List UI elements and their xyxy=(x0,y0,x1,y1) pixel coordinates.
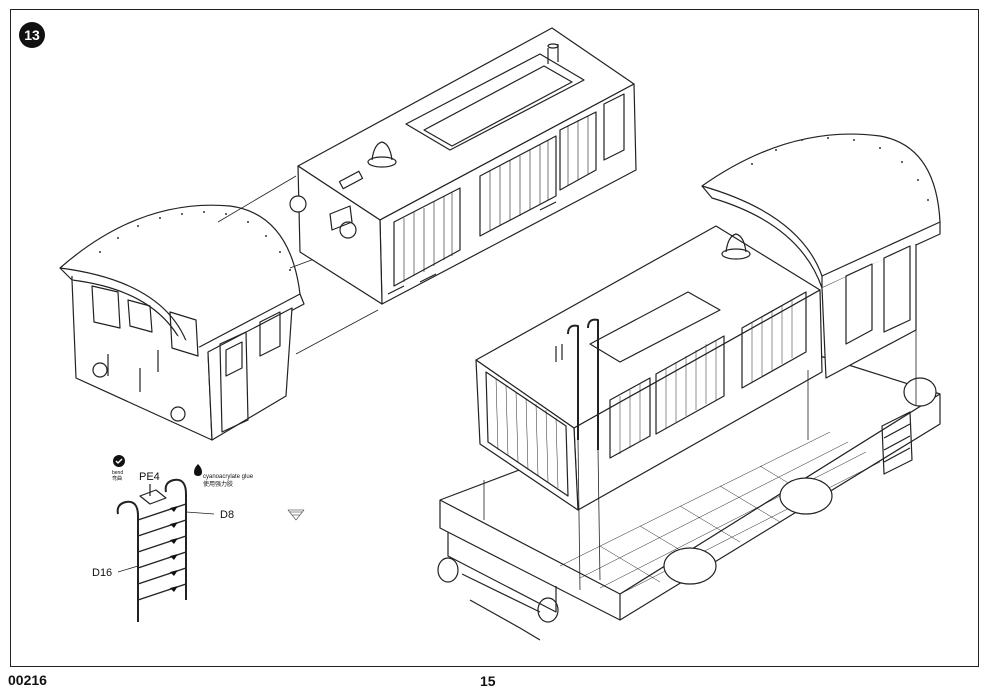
glue-label-zh: 使用强力胶 xyxy=(203,480,233,488)
part-label-pe4: PE4 xyxy=(139,471,160,483)
step-number-badge: 13 xyxy=(19,22,45,48)
check-circle-icon xyxy=(113,455,125,467)
page-number: 15 xyxy=(480,673,496,689)
ladder-detail xyxy=(116,478,215,622)
deck-plate xyxy=(559,431,881,595)
page-frame xyxy=(10,9,979,667)
roof-rivets xyxy=(99,211,291,271)
bend-label: bend xyxy=(112,470,123,476)
cab-roof-rivets xyxy=(751,137,929,201)
part-label-d16: D16 xyxy=(92,567,112,579)
part-label-d8: D8 xyxy=(220,509,234,521)
product-code: 00216 xyxy=(8,672,47,688)
cab-part xyxy=(59,204,305,441)
orientation-arrow-icon xyxy=(287,509,305,521)
hood-part xyxy=(289,27,637,305)
ladder-arrows xyxy=(170,506,178,592)
hood-louvres xyxy=(403,116,589,282)
glue-drop-icon xyxy=(194,464,202,476)
wheels xyxy=(663,377,937,585)
bend-label-zh: 弯曲 xyxy=(112,475,122,482)
ladder-rungs xyxy=(137,503,187,601)
glue-label: cyanoacrylate glue xyxy=(203,474,254,480)
assembled-locomotive xyxy=(437,133,941,641)
radiator-grille xyxy=(495,377,559,489)
side-louvres xyxy=(619,300,793,454)
assembly-arrows xyxy=(483,330,917,591)
